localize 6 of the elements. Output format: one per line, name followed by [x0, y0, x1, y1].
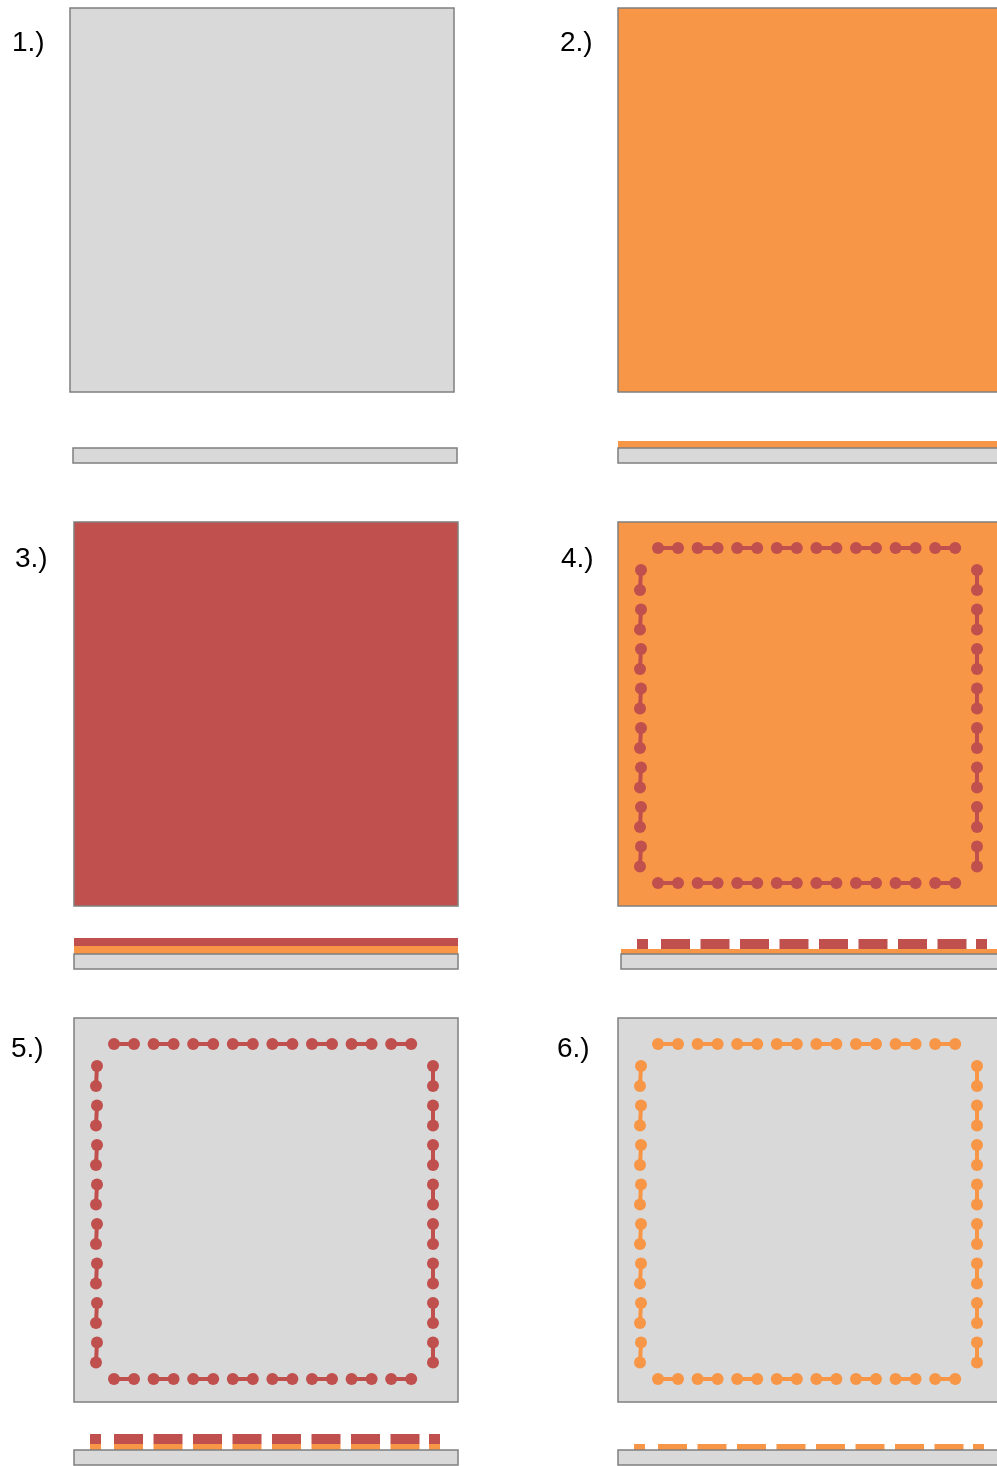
step-number: 2.) — [560, 28, 593, 56]
step-number: 6.) — [557, 1034, 590, 1062]
step-number: 5.) — [11, 1034, 44, 1062]
step-number: 4.) — [561, 544, 594, 572]
step-number: 3.) — [15, 544, 48, 572]
step-number: 1.) — [12, 28, 45, 56]
